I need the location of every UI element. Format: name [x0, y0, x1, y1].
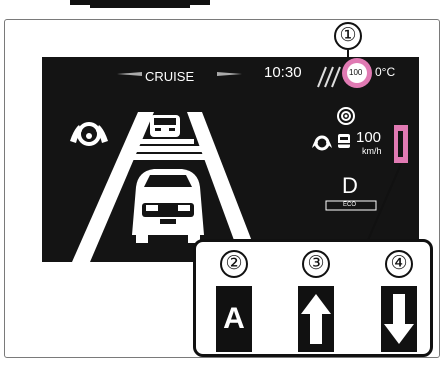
callout-2: ② — [220, 250, 248, 278]
inset-letter: A — [216, 286, 252, 352]
callout-4: ④ — [385, 250, 413, 278]
callout-3: ③ — [302, 250, 330, 278]
up-arrow-icon — [298, 286, 334, 352]
down-arrow-icon — [381, 286, 417, 352]
indicator-detail-inset: ② ③ ④ A — [193, 239, 433, 357]
cruise-a-icon: A — [216, 286, 252, 352]
